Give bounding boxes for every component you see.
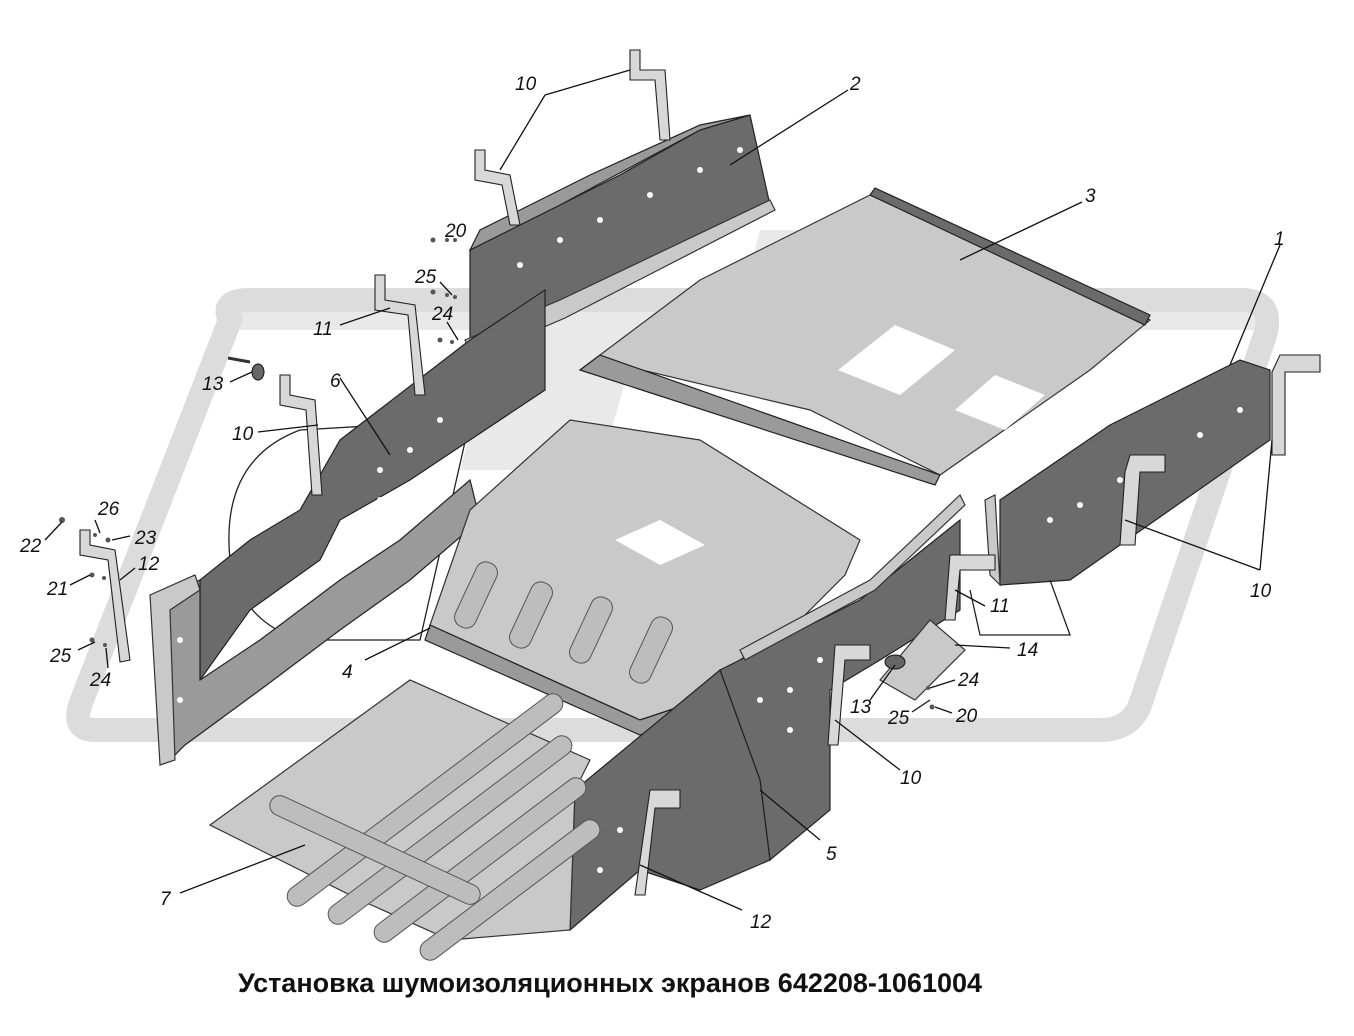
callout-14: 14 <box>1017 640 1038 661</box>
fasteners-upper-left <box>430 237 457 344</box>
callout-25-left: 25 <box>49 646 72 667</box>
callout-2: 2 <box>849 74 861 95</box>
callout-24-upper: 24 <box>431 304 453 325</box>
diagram-title: Установка шумоизоляционных экранов 64220… <box>237 968 983 998</box>
callout-25-right: 25 <box>887 708 910 729</box>
bracket-10-left <box>279 374 323 496</box>
callout-20-right: 20 <box>955 706 978 727</box>
callout-13-left: 13 <box>202 374 224 395</box>
callout-12-left: 12 <box>138 554 160 575</box>
callout-23: 23 <box>134 528 157 549</box>
bracket-10-top <box>474 49 671 226</box>
callout-13-right: 13 <box>850 697 872 718</box>
plate-14 <box>879 619 966 701</box>
callout-4: 4 <box>342 662 353 683</box>
right-opening-outline <box>969 579 1071 636</box>
bracket-10-lower-right <box>827 644 871 746</box>
callout-6: 6 <box>330 371 341 392</box>
bracket-11-left <box>374 274 426 396</box>
callout-20-upper: 20 <box>444 221 467 242</box>
callout-26: 26 <box>97 499 120 520</box>
callout-22: 22 <box>19 536 42 557</box>
callout-11-right: 11 <box>990 596 1010 617</box>
leader-lines <box>44 69 1281 911</box>
pad-13-left <box>251 363 265 381</box>
callout-5: 5 <box>826 844 837 865</box>
callout-7: 7 <box>160 889 172 910</box>
bracket-12-lower <box>634 789 681 896</box>
callout-10-lower: 10 <box>900 768 922 789</box>
callout-25-upper: 25 <box>414 267 437 288</box>
callout-11-left: 11 <box>313 319 333 340</box>
callout-3: 3 <box>1085 186 1096 207</box>
bolt-13-left <box>227 356 251 364</box>
panel-6 <box>149 288 546 766</box>
callout-12-lower: 12 <box>750 912 772 933</box>
callout-24-right: 24 <box>957 670 979 691</box>
panel-7 <box>208 679 601 961</box>
callout-21: 21 <box>46 579 68 600</box>
callout-1: 1 <box>1274 229 1285 250</box>
callout-labels: 10 2 3 1 10 20 25 24 11 13 6 10 26 22 23… <box>19 74 1285 933</box>
bracket-12-left <box>79 529 131 663</box>
pad-13-right <box>884 654 906 670</box>
callout-10-top: 10 <box>515 74 537 95</box>
callout-10-left: 10 <box>232 424 254 445</box>
callout-24-left: 24 <box>89 670 111 691</box>
callout-10-right: 10 <box>1250 581 1272 602</box>
panel-3 <box>578 187 1152 486</box>
bracket-11-right <box>944 554 996 621</box>
fasteners-lower-right <box>926 686 935 710</box>
fasteners-left <box>59 517 111 647</box>
